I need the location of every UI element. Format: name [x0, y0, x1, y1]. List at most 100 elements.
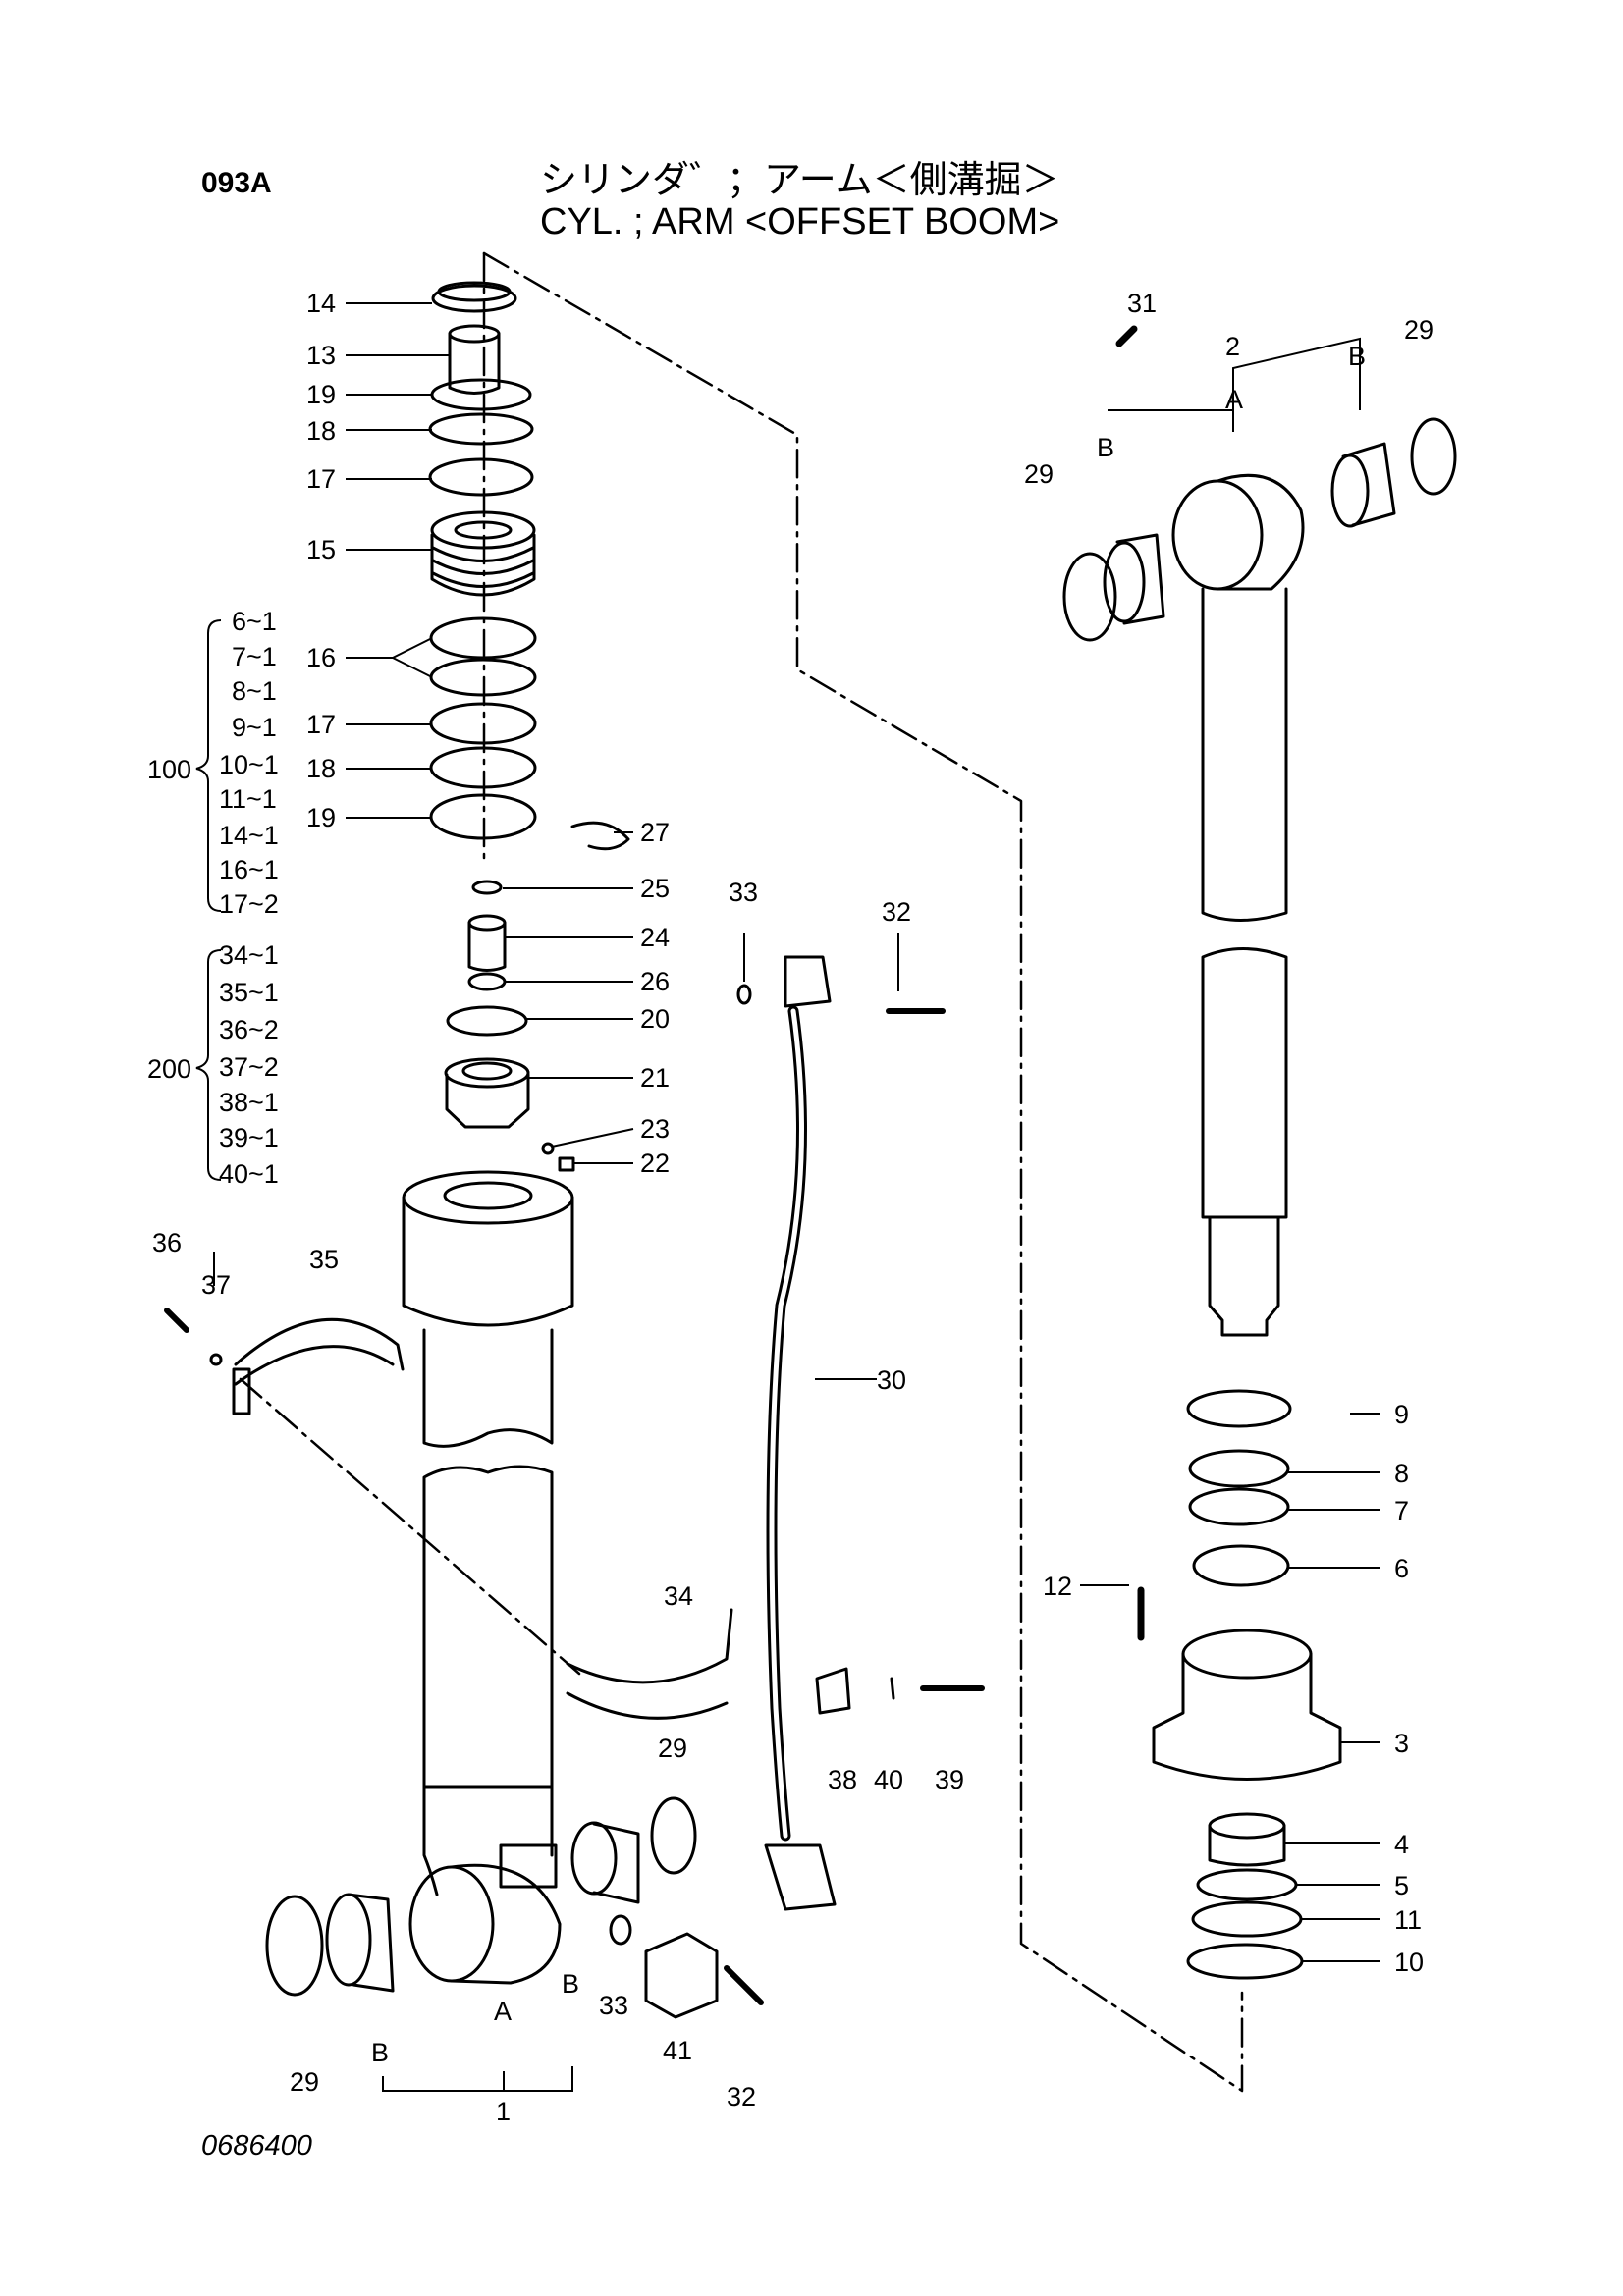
group-label-200: 200 [147, 1054, 191, 1084]
part-24-sleeve [467, 921, 507, 972]
callout-label: 16 [306, 643, 336, 672]
tube-eye [408, 1865, 495, 1983]
part-31-grease-nipple [1115, 325, 1138, 347]
group-item: 36~2 [219, 1015, 279, 1044]
callout-label: 10 [1394, 1948, 1424, 1977]
callout-label: 9 [1394, 1400, 1409, 1429]
callout-label: 7 [1394, 1496, 1409, 1525]
callout-label: 18 [306, 416, 336, 446]
callout-numbers: 14 13 19 18 17 15 16 17 18 19 27 25 24 2… [152, 289, 1434, 2126]
callout-label: 12 [1043, 1572, 1072, 1601]
part-18-ring [428, 412, 534, 446]
callout-label: 19 [306, 803, 336, 832]
callout-label: 29 [658, 1734, 687, 1763]
section-code: 093A [201, 167, 272, 199]
part-34-band [566, 1608, 733, 1720]
callout-label: 2 [1225, 332, 1240, 361]
part-14-ring-inner [437, 281, 512, 302]
part-b-bushing-rod-right [1341, 442, 1396, 527]
group-brackets [195, 619, 222, 1181]
callout-label: 29 [1404, 315, 1434, 345]
rod-head [1137, 1389, 1342, 1980]
tube-eye-boss [450, 1863, 562, 1985]
callout-label: 15 [306, 535, 336, 564]
callout-label: 5 [1394, 1871, 1409, 1900]
rod-eye [1171, 479, 1264, 591]
callout-label: 33 [599, 1991, 628, 2020]
part-13-top [448, 324, 501, 344]
part-13-bushing [448, 332, 501, 395]
clamp-bands [164, 1308, 985, 1720]
lock-parts [444, 821, 630, 1172]
callout-label: 21 [640, 1063, 670, 1093]
tube-head-flange [402, 1196, 574, 1327]
callout-label: 29 [290, 2067, 319, 2097]
part-19-ring [430, 378, 532, 411]
group-item: 11~1 [219, 784, 277, 814]
part-35-tab [232, 1367, 251, 1415]
callout-label: 32 [727, 2082, 756, 2111]
part-29-seal-right [650, 1796, 697, 1875]
part-b-bushing-right [592, 1822, 640, 1904]
part-21-nut [445, 1073, 530, 1129]
callout-label: 8 [1394, 1459, 1409, 1488]
group-item: 6~1 [232, 607, 277, 636]
callout-label: 27 [640, 818, 670, 847]
rod-upper-section [1201, 587, 1288, 922]
part-35-band [234, 1317, 405, 1386]
callout-label: 14 [306, 289, 336, 318]
part-3-head-body [1152, 1652, 1342, 1781]
group-item: 8~1 [232, 676, 277, 706]
group-item: 34~1 [219, 940, 279, 970]
rod-lower-section [1201, 947, 1288, 1219]
callout-label: A [494, 1997, 512, 2026]
part-4-bushing [1208, 1824, 1286, 1867]
callout-label: 1 [496, 2097, 511, 2126]
part-6-ring [1192, 1544, 1290, 1587]
callout-label: 18 [306, 754, 336, 783]
part-5-ring [1196, 1868, 1298, 1901]
part-11-ring [1191, 1900, 1303, 1938]
callout-label: 32 [882, 897, 911, 927]
part-27-clip [570, 821, 630, 851]
group-item: 10~1 [219, 750, 279, 779]
part-15-body [430, 533, 536, 597]
callout-label: B [1348, 342, 1366, 371]
part-41-block [644, 1932, 719, 2019]
part-22-setscrew [558, 1156, 575, 1172]
title-japanese: シリンダ゛；アーム＜側溝掘＞ [540, 158, 1059, 201]
group-label-100: 100 [147, 755, 191, 784]
part-b-bushing-rod-left-end [1103, 541, 1146, 623]
title-english: CYL. ; ARM <OFFSET BOOM> [540, 201, 1060, 242]
callout-label: 31 [1127, 289, 1157, 318]
part-20-shim [446, 1005, 528, 1037]
callout-label: 20 [640, 1004, 670, 1034]
port-flange-block [644, 1932, 764, 2019]
callout-label: 13 [306, 341, 336, 370]
callout-label: B [371, 2038, 389, 2067]
drawing-number: 0686400 [201, 2130, 312, 2162]
callout-label: 30 [877, 1365, 906, 1395]
part-15-top [430, 510, 536, 550]
part-b-bushing-left [347, 1893, 395, 1993]
callout-label: 29 [1024, 459, 1054, 489]
pipe-bottom-fitting [764, 1843, 837, 1911]
part-29-seal-rod-left [1062, 552, 1117, 642]
part-30-pipe-inner [769, 1008, 804, 1839]
part-15-bore [454, 520, 513, 540]
part-32-bolt-lower [724, 1965, 764, 2005]
part-b-bushing-right-end [570, 1821, 618, 1896]
part-b-bushing-left-end [325, 1893, 372, 1987]
part-24-top [467, 914, 507, 932]
bracket-group-200 [195, 949, 222, 1181]
group-item: 35~1 [219, 978, 279, 1007]
group-item: 39~1 [219, 1123, 279, 1152]
callout-label: 34 [664, 1581, 693, 1611]
guide-line-clamp [239, 1377, 581, 1676]
callout-label: 26 [640, 967, 670, 996]
group-item: 37~2 [219, 1052, 279, 1082]
part-7-ring [1188, 1487, 1290, 1526]
callout-label: 22 [640, 1148, 670, 1178]
